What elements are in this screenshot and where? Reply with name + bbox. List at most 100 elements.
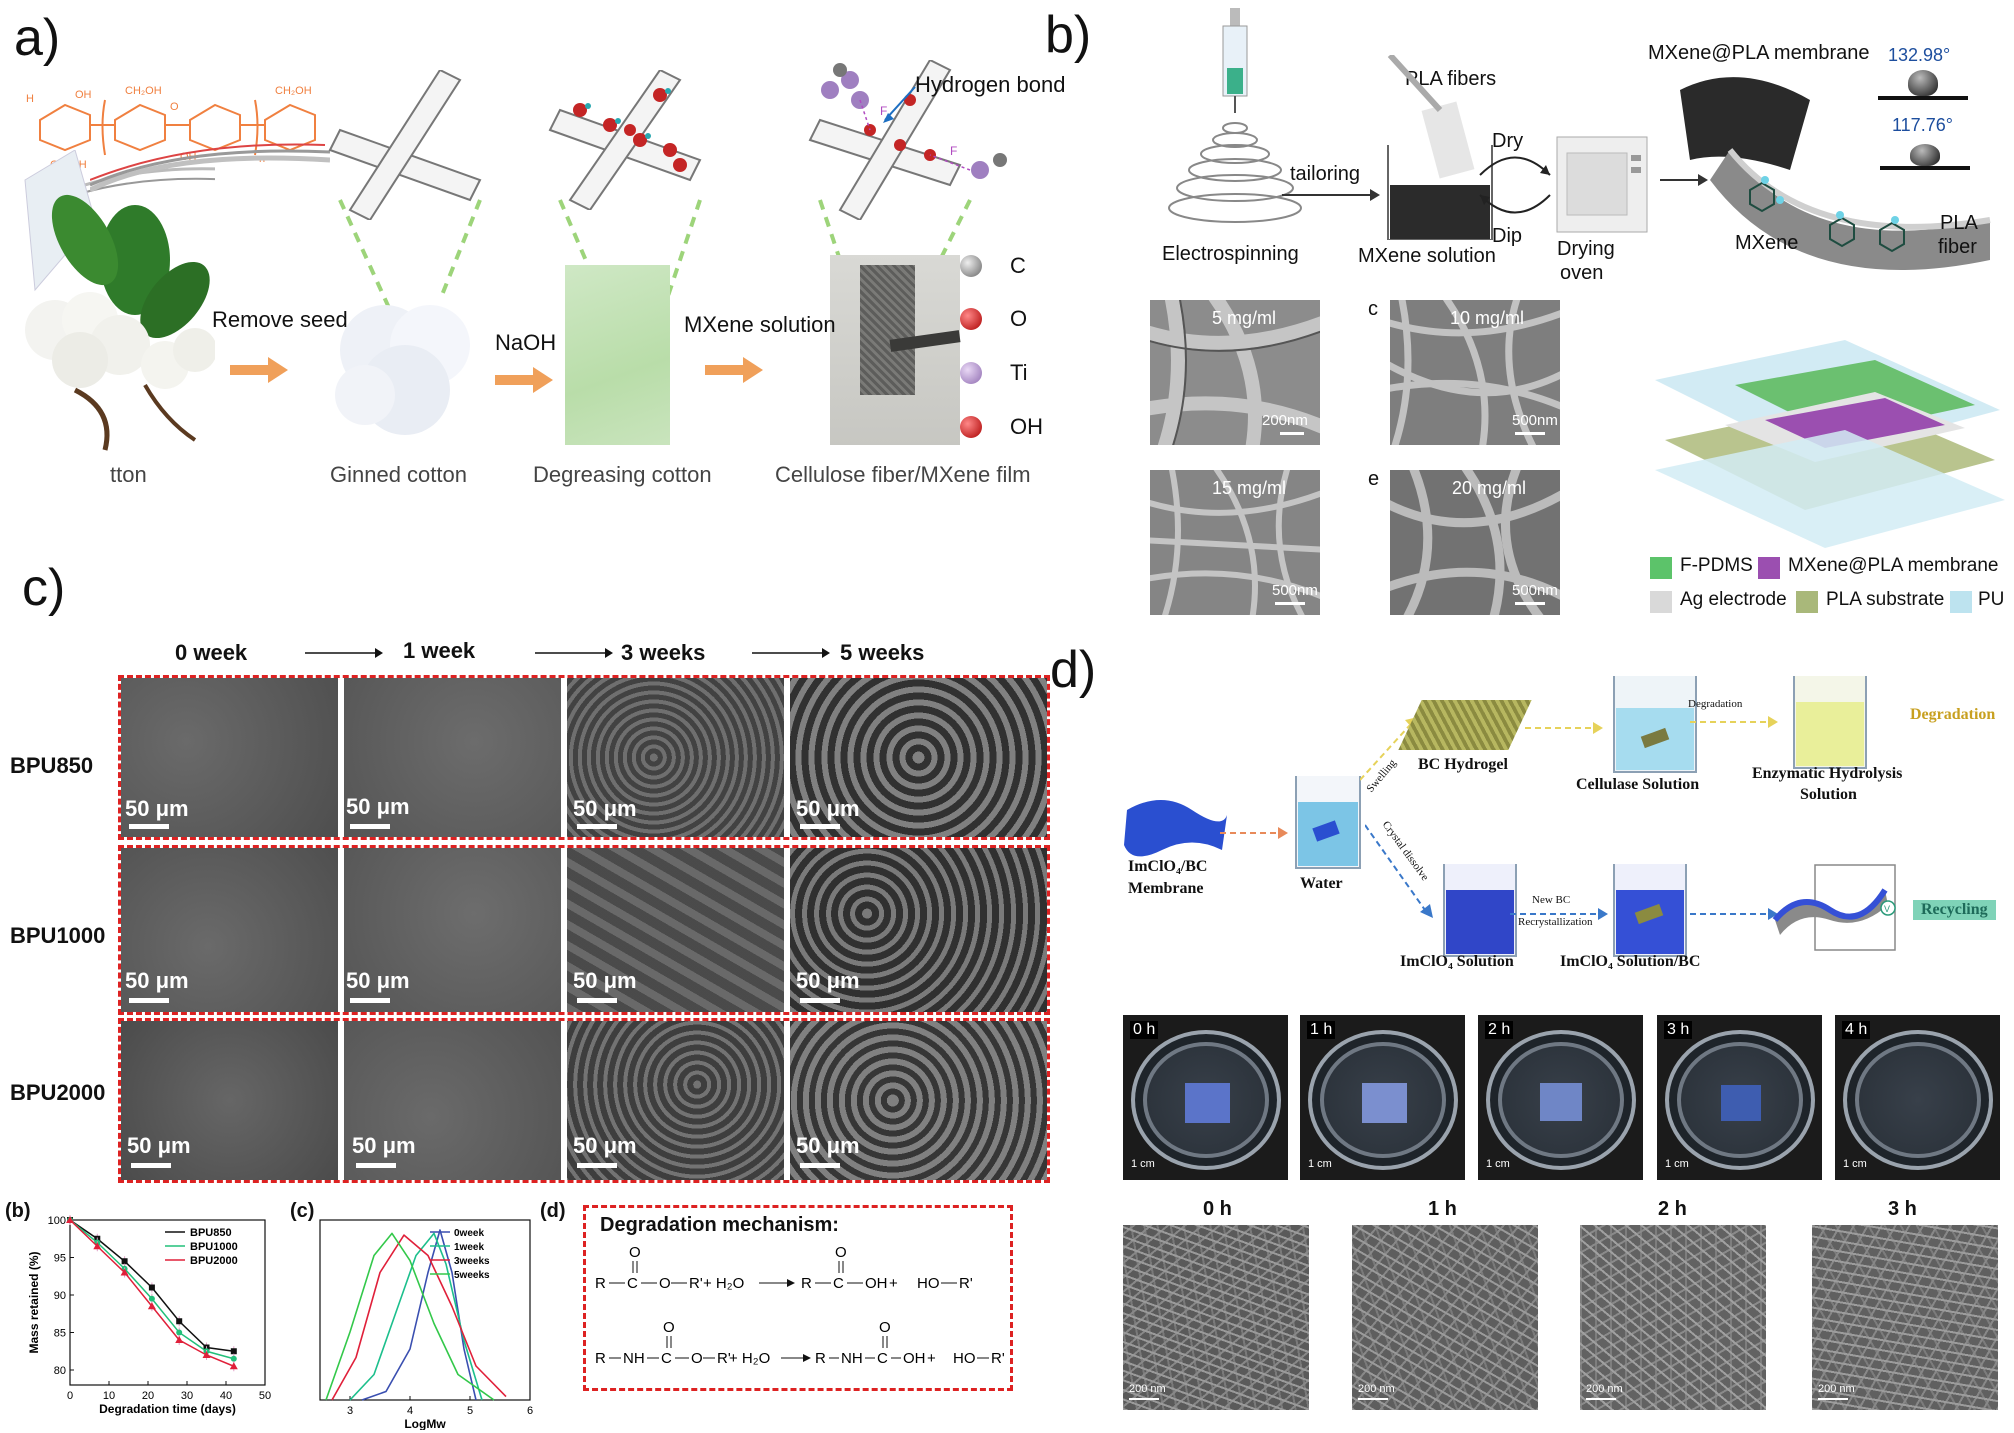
sem-c-bpu2000-1w: 50 μm — [344, 1021, 561, 1180]
imclo4-bc-label: ImClO₄ Solution/BC — [1560, 953, 1701, 970]
electrospinning-label: Electrospinning — [1162, 243, 1299, 265]
mechanism-box: Degradation mechanism: R C O O R' + H₂O … — [583, 1205, 1013, 1391]
sem-grid-frame-row1 — [118, 675, 1050, 840]
scale-label: 50 μm — [352, 1133, 416, 1158]
dish-sample — [1362, 1083, 1407, 1123]
legend-membrane-swatch — [1758, 557, 1780, 579]
data-point — [229, 1362, 238, 1370]
eq1-r2: R' — [689, 1275, 703, 1292]
sem-b-sublabel-e: e — [1368, 468, 1380, 490]
fiber-strands-image — [90, 143, 330, 193]
sem-c-bpu1000-0w: 50 μm — [121, 848, 338, 1012]
series-curve-0week — [361, 1229, 477, 1401]
legend-pu-swatch — [1950, 591, 1972, 613]
cellulose-cylinders-oh-image — [548, 70, 702, 210]
arrow-to-enzymatic — [1690, 716, 1778, 728]
dish-photo-0h: 0 h 1 cm — [1123, 1015, 1288, 1180]
new-bc-label-1: New BC — [1532, 894, 1571, 906]
sem-b-sublabel-c: c — [1368, 298, 1378, 320]
timeline-arrow-2 — [535, 648, 613, 658]
carbon-label: C — [1010, 253, 1026, 278]
eq1-oh: OH — [865, 1275, 888, 1292]
sem-b-10mg-scalebar — [1515, 432, 1545, 435]
struct-atom-ch2oh-2: CH₂OH — [275, 85, 312, 97]
water-beaker-icon — [1295, 776, 1361, 869]
dish-sample — [1540, 1083, 1582, 1121]
legend-fpdms-swatch — [1650, 557, 1672, 579]
remove-seed-label: Remove seed — [212, 307, 348, 332]
scale-bar — [577, 1163, 617, 1168]
droplet-2-image — [1880, 138, 1970, 172]
scale-bar — [131, 1163, 171, 1168]
dish-scale-label: 1 cm — [1131, 1158, 1155, 1170]
scale-bar — [129, 998, 169, 1003]
dish-photo-4h: 4 h 1 cm — [1835, 1015, 2000, 1180]
sem-c-bpu850-3w: 50 μm — [567, 678, 784, 837]
dish-scale-label: 1 cm — [1665, 1158, 1689, 1170]
eq1-c: C — [627, 1275, 638, 1292]
enzymatic-label-2: Solution — [1800, 786, 1857, 803]
eq1-o: O — [659, 1275, 671, 1292]
naoh-label: NaOH — [495, 330, 557, 355]
film-caption: Cellulose fiber/MXene film — [775, 462, 1031, 487]
timeline-3-weeks: 3 weeks — [621, 640, 706, 665]
data-point — [121, 1258, 128, 1265]
oven-arrow — [1660, 174, 1708, 186]
arrow-naoh — [495, 367, 553, 393]
struct-atom-oh: OH — [75, 89, 92, 101]
sem-c-bpu1000-1w: 50 μm — [344, 848, 561, 1012]
row-label-bpu2000: BPU2000 — [10, 1080, 106, 1105]
scale-label: 50 μm — [573, 968, 637, 993]
mxene-label-b: MXene — [1735, 232, 1799, 254]
plot-frame — [319, 1219, 531, 1401]
membrane-sheet-icon — [1124, 800, 1227, 857]
drying-oven-label-2: oven — [1560, 262, 1604, 284]
sem-d-time-2h: 2 h — [1658, 1198, 1687, 1220]
mechanism-title: Degradation mechanism: — [600, 1214, 839, 1236]
sem-c-bpu850-5w: 50 μm — [790, 678, 1047, 837]
scale-bar — [350, 998, 390, 1003]
arrow-to-imclo4-bc — [1510, 908, 1608, 920]
bond-f-label: F — [880, 104, 887, 118]
scale-bar — [800, 824, 840, 829]
scale-label: 50 μm — [796, 968, 860, 993]
scale-label: 50 μm — [125, 796, 189, 821]
enzymatic-label-1: Enzymatic Hydrolysis — [1752, 765, 1903, 782]
subpanel-c-letter: (c) — [290, 1200, 315, 1222]
data-point — [230, 1348, 237, 1355]
scale-label: 50 μm — [127, 1133, 191, 1158]
eq1-c2: C — [833, 1275, 844, 1292]
x-tick-label: 5 — [467, 1405, 473, 1417]
data-point — [176, 1329, 183, 1336]
y-tick-label: 80 — [54, 1365, 66, 1377]
oxygen-label: O — [1010, 306, 1028, 331]
scale-label: 50 μm — [346, 968, 410, 993]
timeline-arrow-3 — [752, 648, 830, 658]
y-tick-label: 100 — [48, 1215, 66, 1227]
eq2-r: R — [595, 1350, 606, 1367]
sem-d-scalebar — [1586, 1398, 1616, 1400]
scale-bar — [356, 1163, 396, 1168]
pla-fibers-label: PLA fibers — [1405, 68, 1497, 90]
series-curve-5weeks — [325, 1232, 495, 1401]
data-point — [175, 1336, 184, 1343]
timeline-0-week: 0 week — [175, 640, 248, 665]
scale-bar — [350, 824, 390, 829]
carbon-swatch — [960, 255, 982, 277]
recycled-device-icon: V — [1772, 864, 1896, 951]
scale-bar — [577, 998, 617, 1003]
sem-b-15mg-concentration: 15 mg/ml — [1212, 478, 1287, 498]
dish-time-label: 1 h — [1307, 1021, 1336, 1039]
sem-c-bpu1000-3w: 50 μm — [567, 848, 784, 1012]
arrow-to-water — [1220, 827, 1288, 839]
sem-d-scale-label: 200 nm — [1586, 1383, 1623, 1395]
mxene-solution-label-a: MXene solution — [684, 312, 836, 337]
subpanel-b-letter: (b) — [5, 1200, 31, 1222]
legend-membrane-label: MXene@PLA membrane — [1788, 555, 1999, 576]
sem-grid-frame-row3 — [118, 1018, 1050, 1183]
degradation-arrow-label: Degradation — [1688, 698, 1743, 710]
eq2-water: + H₂O — [729, 1350, 770, 1367]
data-point — [66, 1216, 74, 1223]
dish-scale-label: 1 cm — [1486, 1158, 1510, 1170]
sem-d-scalebar — [1129, 1398, 1159, 1400]
